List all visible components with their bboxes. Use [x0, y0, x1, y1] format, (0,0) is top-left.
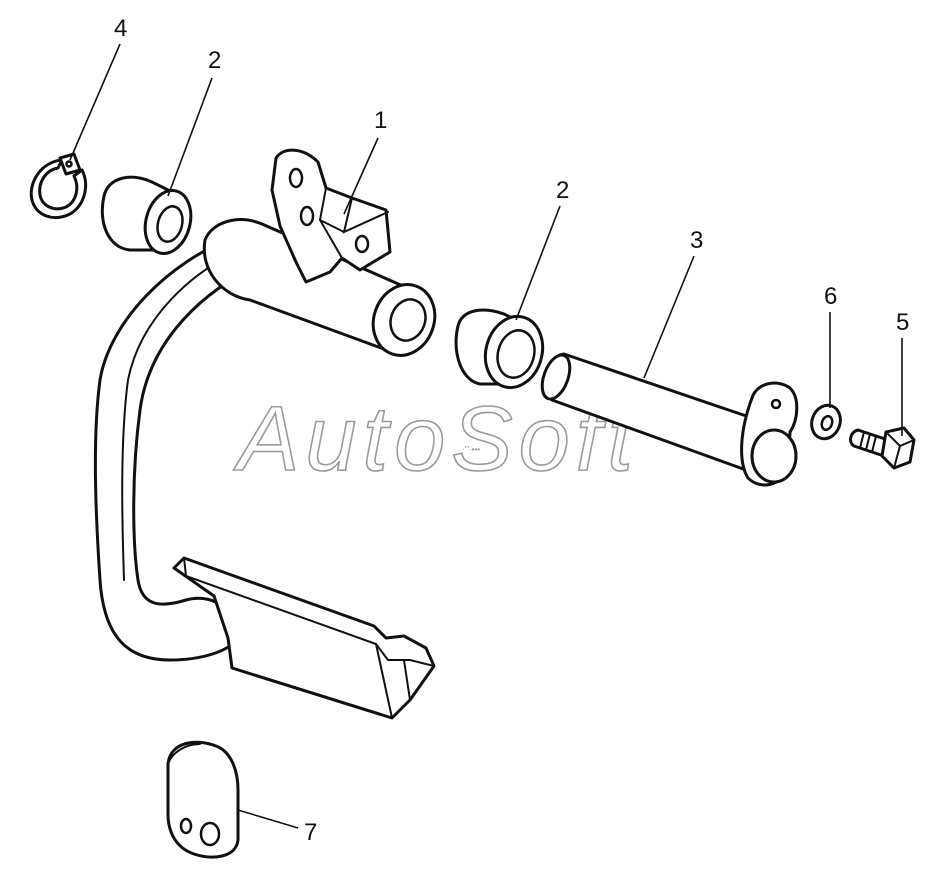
bracket-hole-side — [354, 234, 370, 254]
pedal-arm-inner-edge — [121, 245, 251, 581]
bushing-right-bore — [496, 329, 536, 379]
callout-5: 5 — [896, 309, 909, 336]
circlip-lug-hole — [65, 160, 73, 168]
callout-7: 7 — [304, 819, 317, 846]
pedal-foot-plate — [172, 556, 436, 720]
part-2-bushing-right — [454, 308, 545, 390]
leader-7 — [237, 809, 299, 829]
callout-3: 3 — [690, 227, 703, 254]
part-6-washer — [810, 403, 842, 441]
leader-4 — [69, 43, 121, 161]
plate-hole-large — [199, 821, 221, 847]
washer-hole — [820, 414, 834, 432]
bracket-fold — [318, 187, 389, 259]
callout-4: 4 — [114, 15, 127, 42]
bolt-shank — [849, 428, 890, 458]
callout-6: 6 — [824, 283, 837, 310]
plate-hole-small — [179, 817, 193, 835]
bolt-thread — [859, 431, 877, 453]
callout-2-right: 2 — [556, 177, 569, 204]
leader-lines — [69, 43, 903, 829]
circlip-ring — [29, 158, 87, 219]
bolt-head-facets — [885, 431, 915, 469]
pin-head-hole — [770, 398, 782, 410]
part-2-bushing-left — [100, 175, 193, 255]
hub-tube-bore — [389, 298, 427, 342]
watermark-small-text: ·'"·••• — [462, 445, 480, 454]
callouts: 4 2 1 2 3 6 5 7 — [114, 15, 909, 846]
bushing-left-bore — [156, 205, 184, 243]
part-5-bolt — [849, 426, 916, 470]
pin-head-boss — [750, 428, 798, 484]
pin-shaft-end — [540, 353, 572, 401]
part-1-pedal-lever — [93, 148, 437, 720]
part-3-pin — [540, 352, 799, 487]
part-7-plate — [166, 740, 240, 859]
foot-plate-edge — [183, 557, 435, 719]
leader-2a — [167, 77, 213, 197]
leader-1 — [343, 137, 379, 215]
part-4-circlip — [29, 152, 87, 219]
leader-2b — [515, 205, 561, 321]
bracket-hole-upper — [288, 167, 304, 189]
bolt-head — [880, 426, 916, 470]
callout-1: 1 — [374, 107, 387, 134]
callout-2-left: 2 — [208, 47, 221, 74]
bracket-hole-lower — [299, 205, 315, 227]
plate-edge — [167, 743, 201, 765]
leader-3 — [643, 255, 695, 379]
